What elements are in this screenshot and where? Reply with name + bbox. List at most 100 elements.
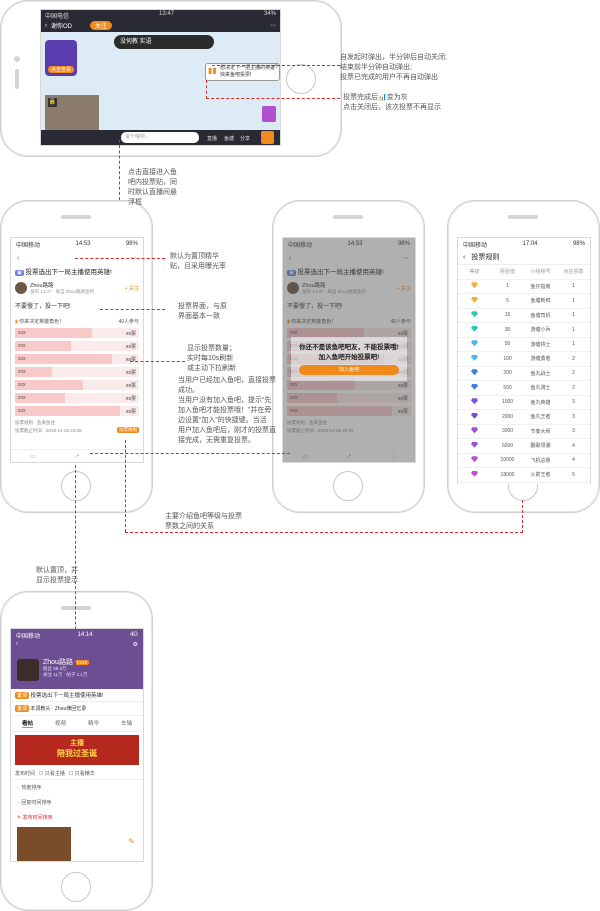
lock-icon[interactable]: 🔒 [48, 98, 57, 107]
level-gem-icon [458, 412, 491, 421]
filter-essence-only[interactable]: ☐ 只看精华 [68, 771, 95, 777]
more-icon[interactable]: ⋯ [402, 255, 409, 262]
tab-car[interactable]: 车轴 [120, 721, 132, 727]
tab-video[interactable]: 视频 [54, 721, 66, 727]
back-icon[interactable]: ‹ [17, 254, 20, 262]
christmas-banner[interactable]: 主播 陪我过圣诞 [15, 735, 139, 765]
join-modal: 你还不是该鱼吧吧友，不能投票哦! 加入鱼吧开始投票吧! 加入鱼吧 [291, 337, 407, 381]
option-votes: xx票 [397, 383, 408, 389]
bottom-item-2[interactable]: 鱼塘 [224, 136, 235, 142]
exp-value: 2000 [501, 413, 514, 420]
follow-button[interactable]: + 关注 [124, 285, 139, 292]
home-button[interactable] [61, 872, 91, 902]
rule-tag-button[interactable]: 投票规则 [117, 427, 139, 433]
option-label: xxx [290, 382, 298, 388]
back-icon[interactable]: ‹ [16, 641, 18, 647]
close-icon[interactable]: × [274, 63, 278, 69]
post-tag: ▣ [15, 270, 24, 276]
follow-button[interactable]: + 关注 [396, 285, 411, 292]
bar-name: Zhou路路 [43, 659, 73, 666]
vote-question: ▮ 你来决定英雄角色！ [15, 319, 65, 325]
home-button[interactable] [286, 64, 316, 94]
vote-option[interactable]: xxx xx票 [287, 380, 411, 390]
rule-line: 投票规则 · 鱼来鱼往 [287, 420, 327, 425]
sort-reply[interactable]: ◌ 回复时间排序 [17, 800, 52, 806]
vote-option[interactable]: xxx xx票 [15, 406, 139, 416]
follow-button[interactable]: 关注 [90, 21, 113, 30]
vote-fill [287, 406, 393, 416]
title-value: 游塘小兵 [530, 327, 551, 334]
title-value: 鱼塘新鲜 [530, 298, 551, 305]
post-thumbnail[interactable] [17, 827, 71, 861]
comment-icon[interactable]: ▭ [30, 453, 36, 460]
back-icon[interactable]: ‹ [289, 254, 292, 262]
chat-input[interactable]: 说个啥呗... [121, 132, 199, 143]
share-icon[interactable]: ⋯ [270, 23, 276, 29]
anchor-badge[interactable]: 点击查看 [45, 40, 77, 76]
share-icon[interactable]: ↗ [74, 453, 80, 460]
option-votes: xx票 [125, 409, 136, 415]
bottom-item-1[interactable]: 直播 [207, 136, 218, 142]
filter-label[interactable]: 发布时间 [15, 771, 36, 777]
sort-hot[interactable]: ◌ 热度排序 [17, 785, 42, 791]
pinned-post[interactable]: 置顶 投票选出下一局主播使用英雄! [11, 689, 143, 702]
avatar[interactable] [287, 282, 299, 294]
exp-value: 10000 [500, 457, 515, 464]
back-icon[interactable]: ‹ [463, 253, 466, 261]
tab-posts[interactable]: 看帖 [21, 721, 33, 728]
bar-avatar[interactable] [17, 659, 39, 681]
option-votes: xx票 [125, 396, 136, 402]
edit-icon[interactable]: ✎ [128, 837, 135, 846]
rules-screen: 中国移动 17:04 98% ‹ 投票规则 等级 经验值 小组称号 对应票数 1… [457, 237, 591, 484]
join-bar-button[interactable]: 加入鱼吧 [299, 365, 399, 375]
pinned-post-2[interactable]: 置顶 本调教头 · Zhou律回忆录 [11, 702, 143, 716]
connector [206, 98, 340, 99]
back-icon[interactable]: ‹ [45, 22, 47, 29]
votes-value: 1 [572, 312, 575, 319]
home-button[interactable] [333, 471, 363, 501]
option-votes: xx票 [397, 409, 408, 415]
option-label: xxx [18, 408, 26, 414]
like-icon[interactable]: ♡ [118, 453, 124, 460]
exp-value: 30 [504, 326, 511, 333]
title-value: 鱼丸英雄 [530, 399, 551, 406]
like-icon[interactable]: ♡ [390, 453, 396, 460]
connector [130, 361, 185, 362]
gift-icon[interactable] [261, 131, 274, 144]
vote-popup[interactable]: ▮▮ 想决定下一把主播的英雄? 快来鱼吧投票! × [205, 63, 280, 81]
bottom-item-3[interactable]: 分享 [240, 136, 251, 142]
sort-publish[interactable]: ✎ 发布时间排序 [17, 815, 53, 821]
tab-essence[interactable]: 精华 [87, 721, 99, 727]
home-button[interactable] [61, 471, 91, 501]
level-gem-icon [458, 383, 491, 392]
author-name[interactable]: Zhou路路 [30, 283, 54, 289]
rules-header: 等级 经验值 小组称号 对应票数 [458, 265, 590, 280]
comment-icon[interactable]: ▭ [302, 453, 308, 460]
filter-host-only[interactable]: ☐ 只看主播 [39, 771, 65, 777]
avatar[interactable] [15, 282, 27, 294]
share-icon[interactable]: ↗ [346, 453, 352, 460]
bar-screen: 中国移动 14:14 4G ‹ ⚙ Zhou路路 LV12 粉丝 99.3万 关… [10, 628, 144, 862]
settings-icon[interactable]: ⚙ [132, 642, 138, 648]
live-title: 谢你OD [51, 24, 73, 30]
rules-title: 投票规则 [471, 254, 500, 261]
vote-icon[interactable] [262, 106, 276, 122]
note-enter: 点击直接进入鱼 吧内投票贴，同 时默认直播间悬 浮框 [128, 169, 177, 206]
author-name[interactable]: Zhou路路 [302, 283, 326, 289]
modal-line2: 加入鱼吧开始投票吧! [318, 354, 380, 361]
carrier: 中国移动 [16, 242, 41, 249]
status-time: 14:53 [75, 241, 91, 247]
exp-value: 18000 [500, 471, 515, 478]
